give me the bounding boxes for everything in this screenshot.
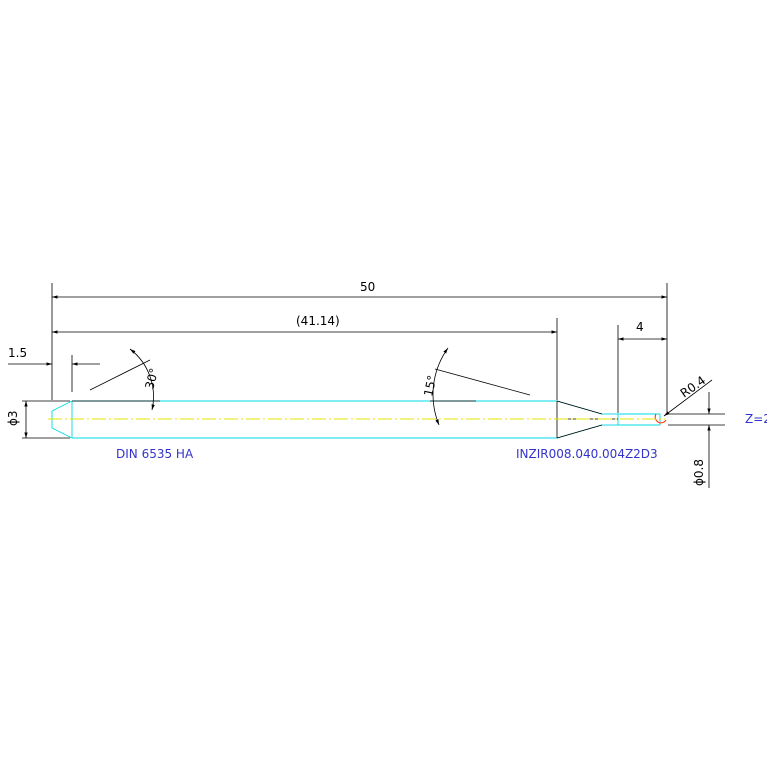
chamfer-angle-label: 30° bbox=[142, 367, 161, 391]
taper-angle-dimension: 15° bbox=[421, 347, 531, 426]
shank-diameter-dimension: ϕ3 bbox=[6, 400, 70, 439]
chamfer-length-dimension: 1.5 bbox=[8, 346, 100, 392]
shank-length-label: (41.14) bbox=[296, 314, 340, 328]
tip-diameter-dimension: ϕ0.8 bbox=[668, 392, 725, 488]
tip-diameter-label: ϕ0.8 bbox=[692, 459, 706, 486]
overall-length-dimension: 50 bbox=[51, 280, 668, 412]
overall-length-label: 50 bbox=[360, 280, 375, 294]
corner-radius-label: R0.4 bbox=[678, 373, 708, 400]
corner-radius-dimension: R0.4 bbox=[663, 373, 713, 417]
taper-angle-label: 15° bbox=[421, 374, 439, 398]
corner-radius-mark bbox=[654, 413, 667, 424]
tip-length-dimension: 4 bbox=[617, 320, 667, 413]
taper-edges bbox=[556, 400, 618, 439]
standard-note: DIN 6535 HA bbox=[116, 447, 194, 461]
shank-diameter-label: ϕ3 bbox=[6, 410, 20, 426]
tip-length-label: 4 bbox=[636, 320, 644, 334]
chamfer-angle-dimension: 30° bbox=[72, 348, 161, 411]
tool-outline bbox=[51, 400, 661, 439]
flute-count-note: Z=2 bbox=[745, 412, 767, 426]
shank-length-dimension: (41.14) bbox=[52, 314, 558, 400]
part-code-note: INZIR008.040.004Z2D3 bbox=[516, 447, 658, 461]
chamfer-length-label: 1.5 bbox=[8, 346, 27, 360]
